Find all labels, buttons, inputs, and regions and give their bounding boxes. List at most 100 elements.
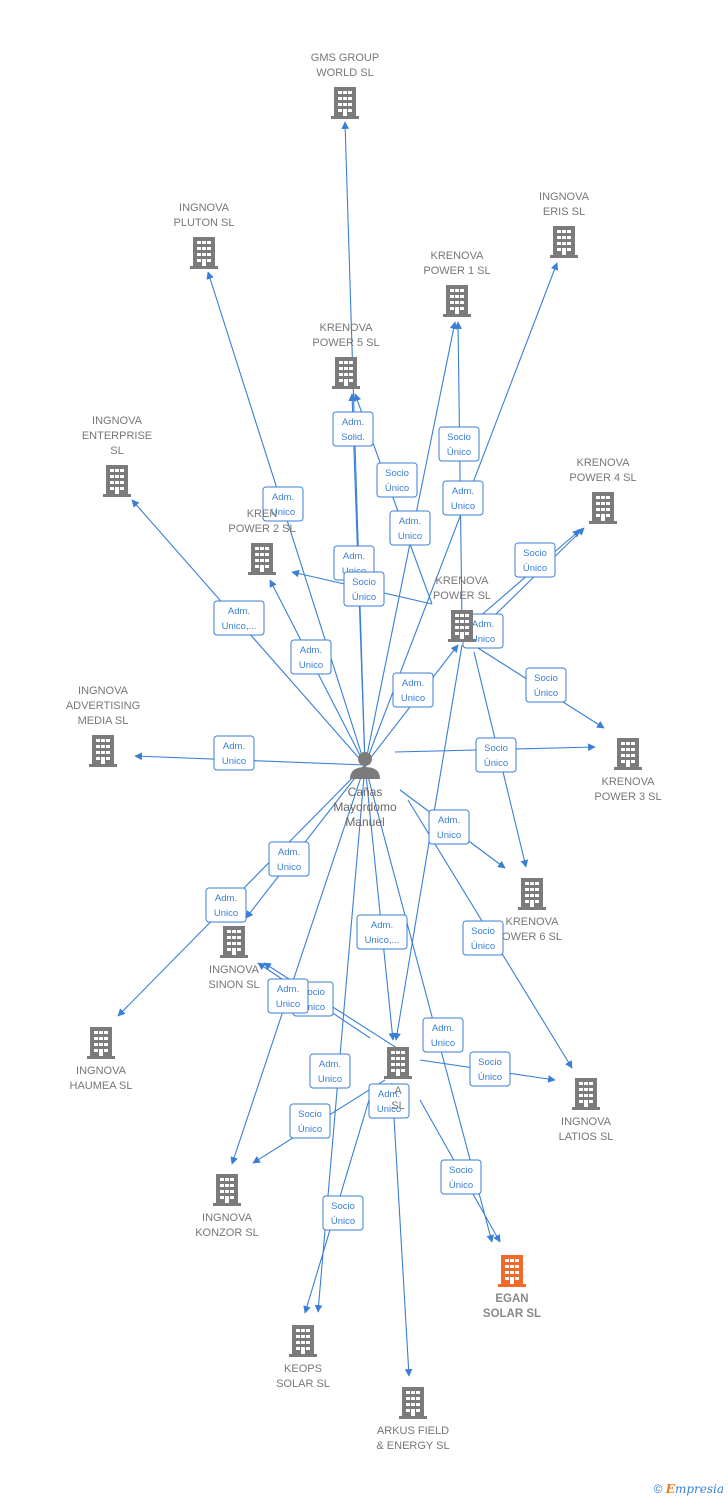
building-icon [89, 735, 117, 767]
building-icon [220, 926, 248, 958]
edge-label-e-eris[interactable]: Adm.Unico [442, 480, 484, 516]
company-name-line: KEOPS [284, 1363, 322, 1375]
company-name-line: LATIOS SL [559, 1131, 614, 1143]
copyright-icon: © [653, 1482, 663, 1496]
building-icon [550, 226, 578, 258]
company-name-line: SL [391, 1100, 404, 1112]
edge-label-e-sinon-adm2[interactable]: Adm.Unico [267, 978, 309, 1014]
edge-label-text: Unico [377, 1104, 401, 1115]
edge-label-box [290, 639, 332, 675]
edge-label-e-kp2-adm[interactable]: Adm.Unico [290, 639, 332, 675]
company-name-line: INGNOVA [561, 1116, 612, 1128]
edge-label-text: Unico [271, 507, 295, 518]
company-node-haumea[interactable]: INGNOVA HAUMEA SL [70, 1027, 133, 1092]
edge-label-box [469, 1051, 511, 1087]
edge-label-text: Unico [318, 1074, 342, 1085]
edge-label-text: Adm. [223, 741, 245, 752]
edge-label-e-gms[interactable]: Adm.Solid. [332, 411, 374, 447]
edge-label-e-kp1-adm[interactable]: Adm.Unico [389, 510, 431, 546]
edge-label-text: Único [449, 1180, 473, 1191]
company-name-line: OWER 6 SL [502, 931, 562, 943]
building-icon [399, 1387, 427, 1419]
edge-label-box [440, 1159, 482, 1195]
company-node-center[interactable]: ASL [384, 1047, 412, 1112]
edge-label-text: Único [484, 758, 508, 769]
company-name-line: SL [110, 445, 123, 457]
company-name-line: MEDIA SL [78, 715, 129, 727]
edge-label-text: Socio [471, 926, 495, 937]
building-icon [87, 1027, 115, 1059]
edge-label-box [376, 462, 418, 498]
person-icon [350, 752, 380, 779]
company-name-line: KRENOVA [431, 250, 485, 262]
company-node-kp6[interactable]: KRENOVA OWER 6 SL [502, 878, 562, 943]
building-icon [614, 738, 642, 770]
edge-label-box [462, 920, 504, 956]
edge-label-box [289, 1103, 331, 1139]
edge-label-box [322, 1195, 364, 1231]
edge-label-e-keops-adm[interactable]: Adm.Unico [309, 1053, 351, 1089]
company-node-arkus[interactable]: ARKUS FIELD& ENERGY SL [376, 1387, 450, 1452]
edge-label-e-arkus-adm[interactable]: Adm. Unico [368, 1083, 410, 1119]
edge-label-text: Socio [534, 673, 558, 684]
edge-label-e-enterprise[interactable]: Adm.Unico,... [213, 600, 265, 636]
edge-label-text: Único [534, 688, 558, 699]
edge-label-text: Unico [214, 908, 238, 919]
edge-label-text: Socio [352, 577, 376, 588]
edge-label-box [343, 571, 385, 607]
building-icon [213, 1174, 241, 1206]
edge-label-text: Adm. [278, 847, 300, 858]
edge-label-text: Adm. [300, 645, 322, 656]
edge-line [364, 764, 397, 1041]
edge-label-box [368, 1083, 410, 1119]
edge-label-e-pluton[interactable]: Adm.Unico [262, 486, 304, 522]
edge-label-e-egan-adm[interactable]: Adm.Unico [422, 1017, 464, 1053]
edge-label-e-sinon-adm[interactable]: Adm.Unico [268, 841, 310, 877]
building-icon [103, 465, 131, 497]
edge-label-e-kp6-adm[interactable]: Adm.Unico [428, 809, 470, 845]
edge-label-text: Adm. [378, 1089, 400, 1100]
company-name-line: HAUMEA SL [70, 1080, 133, 1092]
edge-label-text: Unico [222, 756, 246, 767]
brand-footer[interactable]: © Empresia [654, 1482, 724, 1496]
edge-label-e-kp-adm[interactable]: Adm.Unico [392, 672, 434, 708]
company-node-latios[interactable]: INGNOVA LATIOS SL [559, 1078, 614, 1143]
edge-label-box [213, 735, 255, 771]
company-name-line: INGNOVA [76, 1065, 127, 1077]
company-name-line: KREN [247, 508, 278, 520]
edge-label-e-advertising[interactable]: Adm. Unico [213, 735, 255, 771]
company-name-line: KRENOVA [506, 916, 560, 928]
building-icon [572, 1078, 600, 1110]
edge-label-e-center-adm[interactable]: Adm.Unico,... [356, 914, 408, 950]
edge-label-text: Unico [398, 531, 422, 542]
edge-label-e-haumea[interactable]: Adm.Unico [205, 887, 247, 923]
